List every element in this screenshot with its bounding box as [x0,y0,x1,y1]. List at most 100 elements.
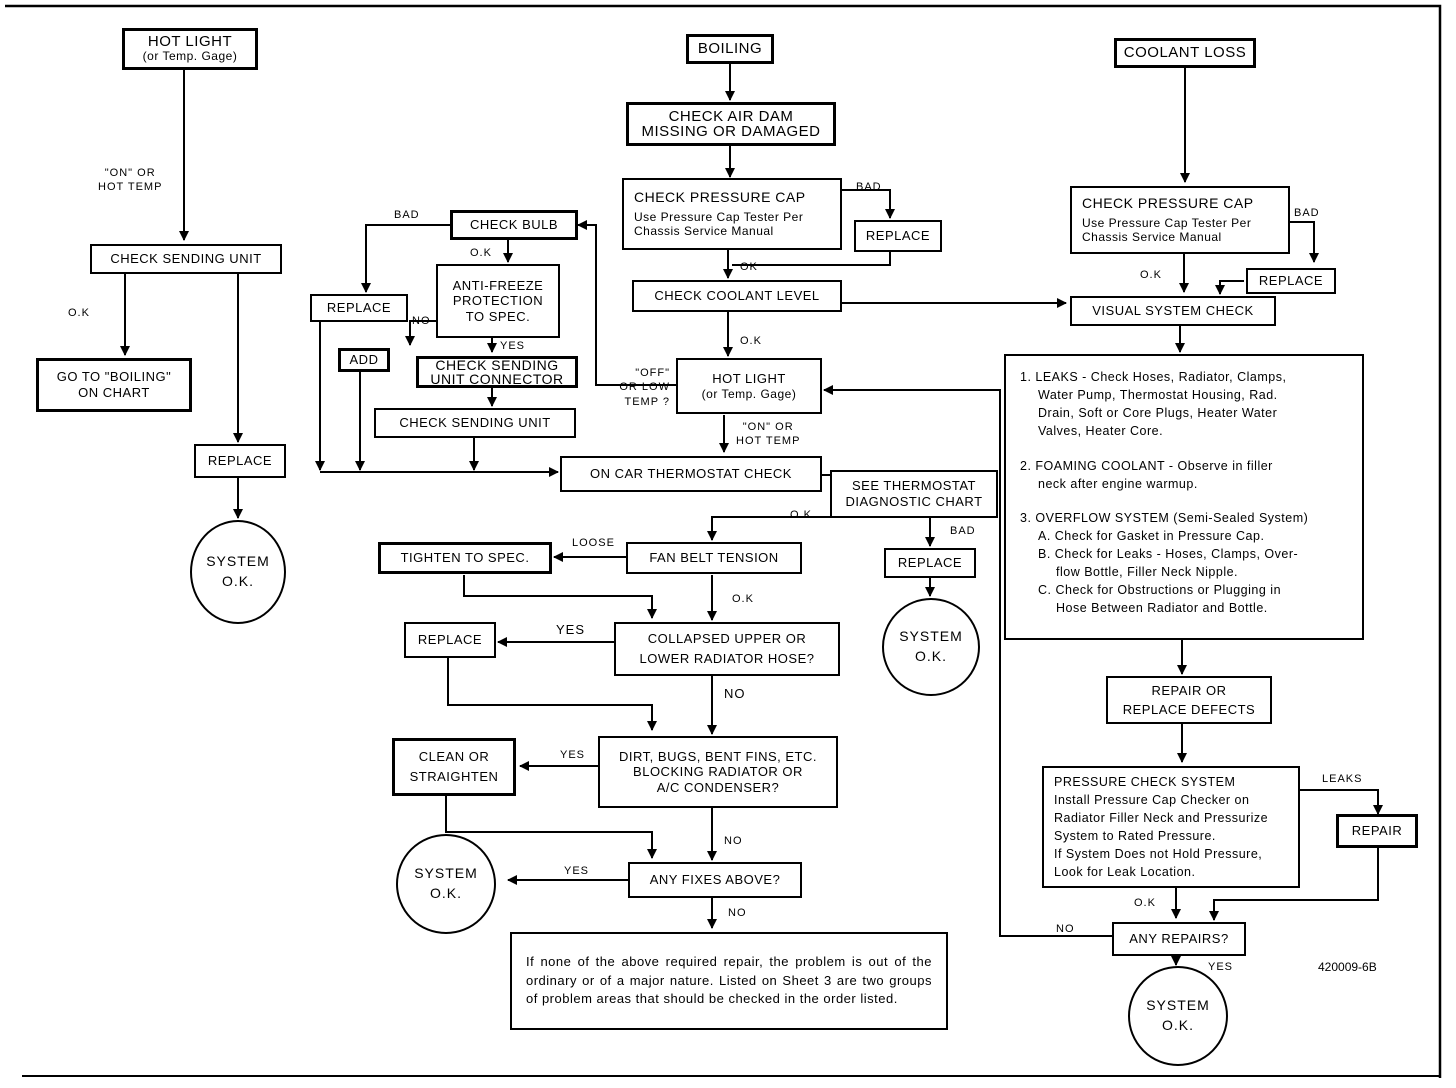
check-pressure-cap-loss-box: CHECK PRESSURE CAP Use Pressure Cap Test… [1070,186,1290,254]
see-thermostat-box: SEE THERMOSTAT DIAGNOSTIC CHART [830,470,998,518]
label-no-antifreeze: NO [412,315,431,327]
go-to-boiling-line2: ON CHART [78,385,150,400]
go-to-boiling-line1: GO TO "BOILING" [56,369,172,385]
check-sending-unit-box: CHECK SENDING UNIT [90,244,282,274]
label-off-low-temp: "OFF" OR LOW TEMP ? [619,367,670,408]
any-repairs-label: ANY REPAIRS? [1129,931,1229,947]
label-yes-hose: YES [556,622,586,637]
label-yes-repairs: YES [1208,961,1234,973]
check-sending-unit-2-label: CHECK SENDING UNIT [399,415,551,431]
checklist-box: 1. LEAKS - Check Hoses, Radiator, Clamps… [1004,354,1364,640]
check-coolant-level-label: CHECK COOLANT LEVEL [654,288,820,304]
replace-thermo-label: REPLACE [897,555,963,571]
label-ok-bulb: O.K [470,247,492,259]
tighten-box: TIGHTEN TO SPEC. [378,542,552,574]
dirt-bugs-box: DIRT, BUGS, BENT FINS, ETC. BLOCKING RAD… [598,736,838,808]
label-yes-antifreeze: YES [500,340,526,352]
hot-light-start-subtitle: (or Temp. Gage) [142,49,238,64]
replace-bulb-label: REPLACE [326,300,392,316]
label-ok-thermo: O.K [790,509,812,521]
hot-light-start-title: HOT LIGHT [147,33,233,51]
check-sending-unit-2-box: CHECK SENDING UNIT [374,408,576,438]
any-repairs-box: ANY REPAIRS? [1112,922,1246,956]
check-sending-connector-box: CHECK SENDING UNIT CONNECTOR [416,356,578,388]
replace-col1-label: REPLACE [207,453,273,469]
boiling-label: BOILING [697,40,763,57]
check-coolant-level-box: CHECK COOLANT LEVEL [632,280,842,312]
repair-box: REPAIR [1336,814,1418,848]
anti-freeze-box: ANTI-FREEZE PROTECTION TO SPEC. [436,264,560,338]
pressure-check-box: PRESSURE CHECK SYSTEM Install Pressure C… [1042,766,1300,888]
go-to-boiling-box: GO TO "BOILING" ON CHART [36,358,192,412]
visual-system-check-label: VISUAL SYSTEM CHECK [1092,303,1254,319]
on-car-thermostat-box: ON CAR THERMOSTAT CHECK [560,456,822,492]
replace-hose-label: REPLACE [417,632,483,648]
final-note-text: If none of the above required repair, th… [526,953,932,1007]
system-ok-col3: SYSTEM O.K. [1128,966,1228,1066]
label-leaks: LEAKS [1322,773,1363,785]
collapsed-hose-box: COLLAPSED UPPER OR LOWER RADIATOR HOSE? [614,622,840,676]
check-pressure-cap-boiling-box: CHECK PRESSURE CAP Use Pressure Cap Test… [622,178,842,250]
label-bad-cap: BAD [856,181,882,193]
checklist-overflow: 3. OVERFLOW SYSTEM (Semi-Sealed System) … [1020,510,1309,616]
checklist-foaming: 2. FOAMING COOLANT - Observe in filler n… [1020,458,1273,491]
label-ok-cap: OK [740,261,758,273]
label-bad-thermo: BAD [950,525,976,537]
any-fixes-box: ANY FIXES ABOVE? [628,862,802,898]
replace-cap-box: REPLACE [854,220,942,252]
label-ok-level: O.K [740,335,762,347]
add-label: ADD [349,352,379,368]
system-ok-fixes: SYSTEM O.K. [396,834,496,934]
repair-defects-box: REPAIR OR REPLACE DEFECTS [1106,676,1272,724]
label-no-dirt: NO [724,835,743,847]
label-ok-col1: O.K [68,307,90,319]
check-air-dam-line1: CHECK AIR DAM [668,108,794,125]
reference-number: 420009-6B [1318,960,1377,974]
replace-col1-box: REPLACE [194,444,286,478]
fan-belt-box: FAN BELT TENSION [626,542,802,574]
label-on-hot-temp: "ON" OR HOT TEMP [98,167,163,194]
tighten-label: TIGHTEN TO SPEC. [400,550,530,566]
label-yes-dirt: YES [560,749,586,761]
hot-light-start-box: HOT LIGHT (or Temp. Gage) [122,28,258,70]
hot-light-mid-title: HOT LIGHT [712,371,786,386]
any-fixes-label: ANY FIXES ABOVE? [649,872,781,888]
label-ok-belt: O.K [732,593,754,605]
label-yes-fixes: YES [564,865,590,877]
check-air-dam-box: CHECK AIR DAM MISSING OR DAMAGED [626,102,836,146]
label-bad-loss: BAD [1294,207,1320,219]
check-pressure-cap-boiling-title: CHECK PRESSURE CAP [634,189,806,206]
replace-thermo-box: REPLACE [884,548,976,578]
add-box: ADD [338,348,390,372]
hot-light-mid-box: HOT LIGHT (or Temp. Gage) [676,358,822,414]
visual-system-check-box: VISUAL SYSTEM CHECK [1070,296,1276,326]
check-bulb-box: CHECK BULB [450,210,578,240]
fan-belt-label: FAN BELT TENSION [649,550,779,566]
label-on-hot-temp-2: "ON" OR HOT TEMP [736,421,801,448]
replace-loss-label: REPLACE [1258,273,1324,289]
clean-straighten-box: CLEAN OR STRAIGHTEN [392,738,516,796]
label-loose: LOOSE [572,537,615,549]
final-note-box: If none of the above required repair, th… [510,932,948,1030]
label-no-hose: NO [724,686,746,701]
label-ok-repairs: O.K [1134,897,1156,909]
check-air-dam-line2: MISSING OR DAMAGED [641,123,821,140]
replace-bulb-box: REPLACE [310,294,408,322]
check-bulb-label: CHECK BULB [469,217,559,233]
label-no-repairs: NO [1056,923,1075,935]
replace-hose-box: REPLACE [404,622,496,658]
replace-cap-label: REPLACE [865,228,931,244]
system-ok-col1: SYSTEM O.K. [190,520,286,624]
repair-label: REPAIR [1351,823,1403,839]
coolant-loss-label: COOLANT LOSS [1123,44,1247,61]
on-car-thermostat-label: ON CAR THERMOSTAT CHECK [590,466,792,482]
check-sending-unit-label: CHECK SENDING UNIT [110,251,262,267]
label-bad-bulb: BAD [394,209,420,221]
coolant-loss-box: COOLANT LOSS [1114,38,1256,68]
check-pressure-cap-loss-title: CHECK PRESSURE CAP [1082,195,1254,212]
boiling-box: BOILING [686,34,774,64]
system-ok-thermo: SYSTEM O.K. [882,598,980,696]
replace-loss-box: REPLACE [1246,268,1336,294]
